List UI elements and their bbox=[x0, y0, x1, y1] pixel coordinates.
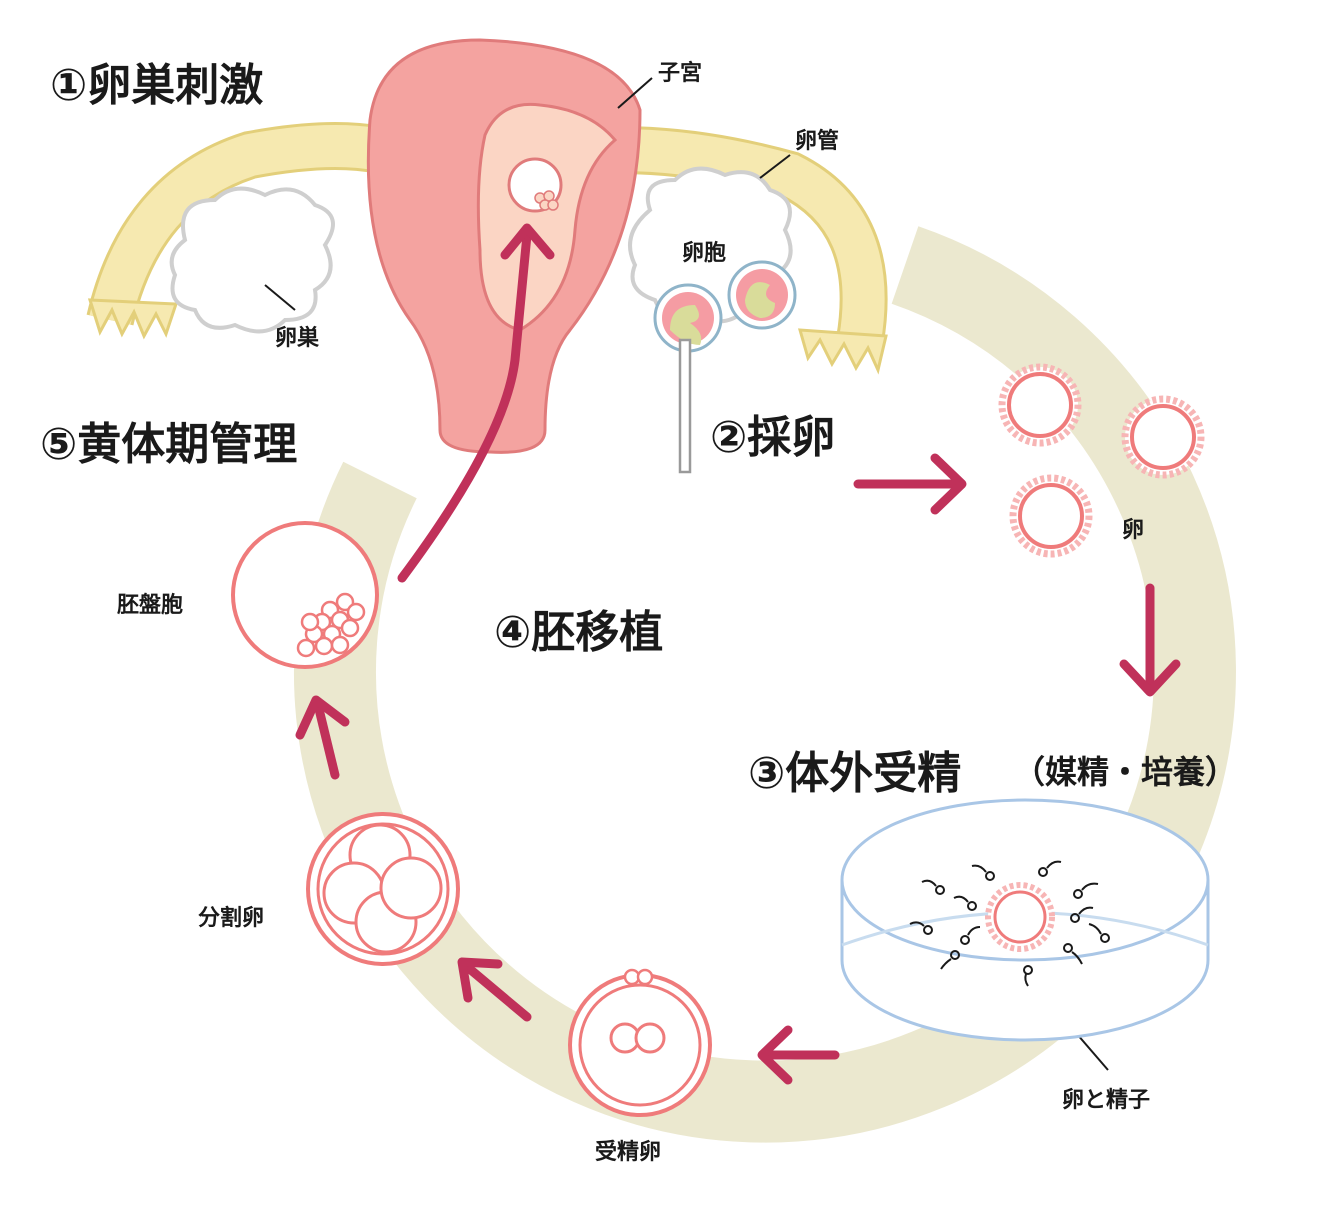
transfer-arrow bbox=[397, 223, 555, 583]
fertilized-egg bbox=[568, 968, 712, 1117]
step-luteal-support: ⑤黄体期管理 bbox=[40, 419, 297, 470]
cleavage-embryo bbox=[306, 812, 460, 966]
ovary-left bbox=[169, 186, 335, 334]
petri-dish bbox=[840, 798, 1210, 1042]
label-cleavage-embryo: 分割卵 bbox=[198, 905, 264, 931]
step-ivf: ③体外受精 bbox=[748, 748, 961, 799]
fallopian-tubes bbox=[86, 122, 888, 375]
step-ovarian-stimulation: ①卵巣刺激 bbox=[50, 60, 263, 111]
label-follicle: 卵胞 bbox=[682, 240, 726, 266]
label-ovary: 卵巣 bbox=[275, 325, 320, 351]
step-egg-retrieval: ②採卵 bbox=[710, 412, 835, 463]
uterus bbox=[366, 38, 642, 454]
step-ivf-subtitle: （媒精・培養） bbox=[1013, 753, 1237, 791]
eggs bbox=[998, 363, 1205, 558]
retrieval-needle bbox=[678, 338, 692, 474]
label-egg-and-sperm: 卵と精子 bbox=[1062, 1087, 1150, 1113]
cycle-arrows bbox=[295, 453, 1181, 1085]
step-embryo-transfer: ④胚移植 bbox=[494, 607, 663, 658]
cycle-ring bbox=[294, 226, 1236, 1143]
sperm-cells bbox=[909, 860, 1110, 987]
label-blastocyst: 胚盤胞 bbox=[117, 592, 183, 618]
label-fertilized-egg: 受精卵 bbox=[595, 1139, 661, 1165]
blastocyst bbox=[231, 521, 379, 669]
label-fallopian-tube: 卵管 bbox=[795, 128, 839, 154]
label-egg: 卵 bbox=[1122, 518, 1144, 543]
follicles bbox=[653, 260, 797, 353]
label-uterus: 子宮 bbox=[658, 60, 702, 86]
